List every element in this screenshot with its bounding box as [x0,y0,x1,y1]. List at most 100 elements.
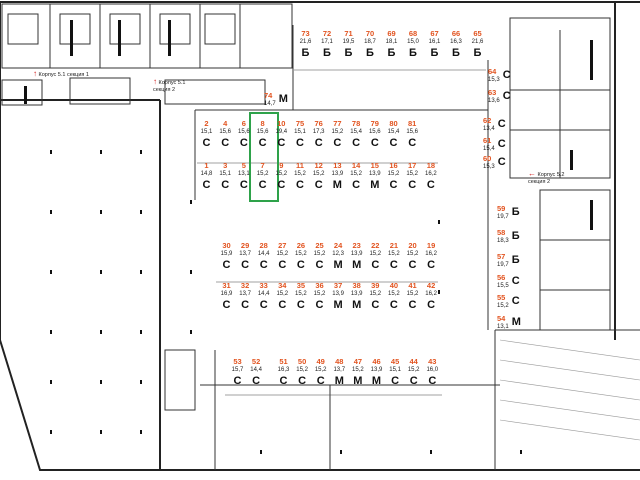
spot-area: 13,9 [370,367,383,373]
spot-number: 60 [483,154,492,163]
spot-number: 40 [389,281,399,290]
spot-type: С [202,137,211,149]
spot-area: 15,2 [295,251,307,257]
spot-type: С [408,299,417,311]
spot-type: С [497,118,506,130]
spot-area: 15,2 [406,251,419,257]
spot-area: 15,6 [368,129,381,135]
spot-type: С [316,375,325,387]
spot-number: 80 [389,119,398,128]
spot-number: 9 [279,161,284,170]
spot-type: С [277,137,286,149]
spot-area: 16,3 [450,39,462,45]
spot-area: 15,9 [220,251,233,257]
spot-number: 54 [497,314,506,323]
spot-area: 15,2 [312,171,325,177]
spot-area: 15,4 [387,129,400,135]
spot-area: 13,7 [333,367,346,373]
